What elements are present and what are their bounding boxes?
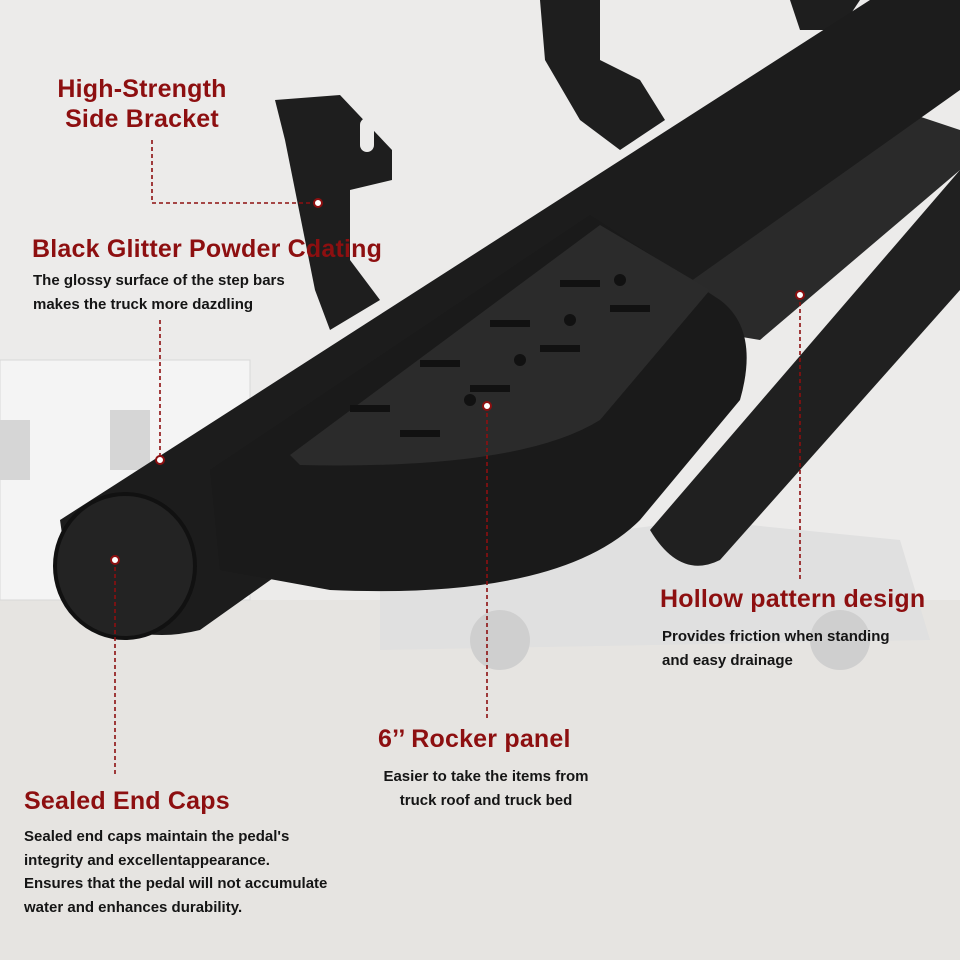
- hollow-desc-line2: and easy drainage: [662, 651, 793, 669]
- hollow-title: Hollow pattern design: [660, 585, 926, 613]
- bracket-marker: [313, 198, 323, 208]
- rocker-marker: [482, 401, 492, 411]
- endcap-marker: [110, 555, 120, 565]
- coating-marker: [155, 455, 165, 465]
- rocker-description: Easier to take the items from truck roof…: [366, 765, 606, 812]
- end-cap: [53, 492, 197, 640]
- hollow-desc-line1: Provides friction when standing: [662, 628, 890, 645]
- endcaps-description: Sealed end caps maintain the pedal's int…: [24, 825, 327, 919]
- coating-desc-line2: makes the truck more dazdling: [33, 295, 254, 313]
- bracket-title-line2: Side Bracket: [65, 105, 219, 133]
- callout-leaders: [114, 140, 801, 775]
- rocker-desc-line1: Easier to take the items from: [383, 768, 589, 785]
- endcaps-desc-line4: water and enhances durability.: [24, 898, 243, 916]
- hollow-marker: [795, 290, 805, 300]
- rocker-desc-line2: truck roof and truck bed: [399, 791, 573, 809]
- side-bracket: [275, 95, 392, 330]
- endcaps-desc-line2: integrity and excellentappearance.: [24, 851, 270, 869]
- endcaps-desc-line1: Sealed end caps maintain the pedal's: [24, 828, 290, 845]
- endcaps-desc-line3: Ensures that the pedal will not accumula…: [24, 875, 328, 892]
- rear-rail: [650, 170, 960, 566]
- bracket-title-line1: High-Strength: [57, 75, 227, 103]
- coating-description: The glossy surface of the step bars make…: [33, 269, 285, 316]
- rocker-title: 6’’ Rocker panel: [378, 725, 571, 753]
- endcaps-title: Sealed End Caps: [24, 787, 230, 815]
- bracket-title: High-Strength Side Bracket: [42, 74, 242, 134]
- rear-step-pad: [680, 110, 960, 340]
- coating-title: Black Glitter Powder Cdating: [32, 235, 383, 263]
- coating-desc-line1: The glossy surface of the step bars: [33, 272, 285, 289]
- hollow-description: Provides friction when standing and easy…: [662, 625, 890, 672]
